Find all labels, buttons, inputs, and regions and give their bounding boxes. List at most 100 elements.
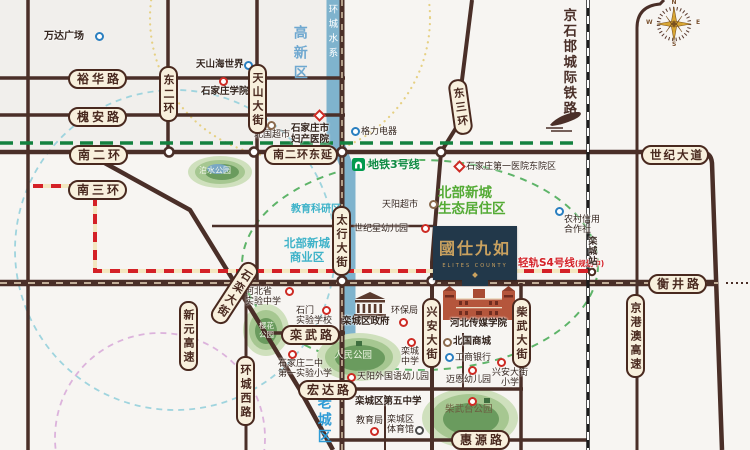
park-label-renmin: 人民公园 [334,350,373,361]
poi-gongshang-yinhang: 工商银行 [455,353,492,363]
poi-shijixing-kg: 世纪星幼儿园 [354,224,409,234]
poi-beiguo-chaoshi: 北国超市 [254,130,291,140]
zone-jiaoyu-keyan: 教育科研区 [291,204,341,215]
beiguo-shangcheng-icon [443,338,452,347]
compass-west-label: W [646,19,653,26]
zone-gaoxinqu: 高新区 [291,25,308,85]
poi-huanbaoju: 环保局 [391,306,419,316]
poi-diwu-zhongxue: 栾城区第五中学 [355,396,422,407]
poi-hbsy-line1: 河北省 [245,287,273,297]
road-pill-nanerhuan-dongyan: 南二环东延 [264,145,338,165]
poi-nongcun-xinyong: 农村信用 合作社 [564,215,600,236]
xingan-xiaoxue-icon [497,358,506,367]
poi-tianyang-kg: 天阳外国语幼儿园 [357,372,430,382]
compass-east-label: E [696,19,701,26]
media-college-building-icon [443,286,515,320]
compass-icon [656,6,692,42]
poi-tiyuguan: 栾城区 体育馆 [387,415,414,436]
poi-luancheng-gov: 栾城区政府 [342,316,390,327]
project-logo-diamond [472,272,478,278]
train-icon [546,112,581,132]
poi-erzhong-shiyan-xiaoxue: 石家庄二中 第一实验小学 [278,359,332,380]
poi-sjz-xueyuan: 石家庄学院 [201,86,249,97]
huanbaoju-icon [399,318,408,327]
poi-hbsy-line2: 实验中学 [245,297,282,308]
poi-hebei-shiyan-zhongxue: 河北省 实验中学 [245,287,281,308]
road-pill-luanwu: 栾武路 [281,325,341,345]
maien-kg-icon [468,366,477,375]
poi-chuanmei-xueyuan: 河北传媒学院 [450,318,508,329]
park-label-yinghua: 樱花 公园 [259,321,274,339]
station-icon [587,267,597,277]
poi-shimen-line2: 实验学校 [296,316,333,327]
pink-dashed-district-circle [54,332,266,450]
zone-beibu-shangye-line1: 北部新城 [284,236,330,250]
beiguo-chaoshi-icon [267,121,276,130]
road-pill-hengjing: 衡井路 [648,274,708,294]
poi-wanda-plaza: 万达广场 [44,31,84,42]
project-logo-base [462,280,488,286]
compass-south-label: S [672,41,677,48]
road-pill-tianshan: 天山大街 [248,64,267,134]
poi-xingan-line1: 兴安大街 [492,368,529,378]
project-logo-subtitle: ELITES COUNTY [442,263,508,269]
park-label-boshui: 泊水公园 [199,166,231,175]
park-boshui [188,156,252,188]
gongshang-yinhang-icon [445,353,454,362]
project-logo-title: 國仕九如 [438,239,511,258]
road-pill-shijidadao: 世纪大道 [641,145,709,165]
zone-jingshihan-railway-label: 京石邯城际铁路 [560,8,577,117]
zone-beibu-shangye: 北部新城 商业区 [281,236,333,265]
poi-lczx-line2: 中学 [401,357,420,368]
park-yinghua-line1: 樱花 [259,321,274,330]
project-logo: 國仕九如 ELITES COUNTY [433,226,517,280]
metro-line3-label: 地铁3号线 [368,158,420,171]
road-pill-huiyuan: 惠源路 [451,430,511,450]
poi-maien-kg: 迈恩幼儿园 [446,375,492,385]
road-pill-dongerhuan: 东二环 [159,66,178,122]
poi-luancheng-zhongxue: 栾城 中学 [401,347,419,368]
road-pill-nanerhuan: 南二环 [69,145,129,165]
poi-xingan-line2: 小学 [501,378,520,389]
nongcun-xinyong-icon [555,207,564,216]
poi-xingan-xiaoxue: 兴安大街 小学 [492,368,528,389]
zone-shengtai-line1: 北部新城 [438,185,492,201]
road-pill-jinggangao-expwy: 京港澳高速 [626,294,645,378]
poi-fuchan-hospital: 石家庄市 妇产医院 [291,123,330,146]
shijixing-kg-icon [421,224,430,233]
poi-erzhong-line1: 石家庄二中 [278,359,324,369]
poi-tiyuguan-line2: 体育馆 [387,425,415,436]
poi-diyi-yiyuan: 石家庄第一医院东院区 [466,162,557,172]
zone-shengtai-juzhuqu: 北部新城 生态居住区 [438,185,506,217]
road-pill-xinyuan-expwy: 新元高速 [179,301,198,371]
poi-nongcun-line1: 农村信用 [564,215,601,225]
poi-luancheng-station: 栾城站 [586,236,597,266]
luancheng-zhongxue-icon [407,338,416,347]
poi-jiaoyuju: 教育局 [356,416,384,426]
compass-north-label: N [671,0,677,6]
poi-geli: 格力电器 [361,127,398,137]
poi-tianshanhai: 天山海世界 [196,59,244,70]
poi-shimen-xuexiao: 石门 实验学校 [296,306,332,327]
poi-shimen-line1: 石门 [296,306,315,316]
poi-fuchan-line1: 石家庄市 [291,123,330,134]
zone-shengtai-line2: 生态居住区 [438,201,506,218]
metro-logo-icon [352,158,365,171]
road-pill-yuhua: 裕华路 [68,69,128,89]
park-label-chaiwutai: 柴武台公园 [445,404,493,415]
road-pill-taihang: 太行大街 [332,206,351,276]
diwu-zhongxue-icon [468,397,477,406]
road-pill-nansanhuan: 南三环 [68,180,128,200]
tiyuguan-icon [415,426,424,435]
zone-huancheng-shuixi: 环城水系 [326,4,338,62]
road-pill-xingan: 兴安大街 [422,298,441,368]
road-jinggangao [635,0,666,450]
poi-tianyang-chaoshi: 天阳超市 [382,200,419,210]
s4-line-label: 轻轨S4号线(规划中) [518,257,605,269]
green-dashed-eco-zone-ellipse [241,159,599,371]
road-pill-hongda: 宏达路 [298,380,358,400]
poi-nongcun-line2: 合作社 [564,225,592,236]
poi-fuchan-line2: 妇产医院 [291,133,330,145]
s4-status-label: (规划中) [574,259,605,268]
